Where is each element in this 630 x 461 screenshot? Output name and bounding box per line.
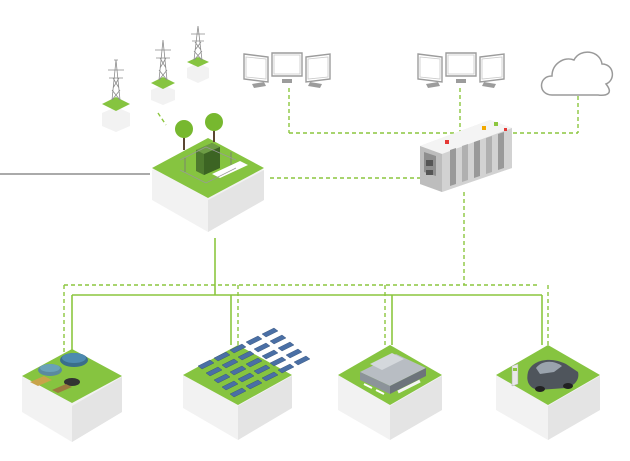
solar-panel bbox=[221, 380, 239, 391]
monitor-group-right bbox=[417, 52, 505, 88]
solar-panel bbox=[277, 363, 295, 374]
controller bbox=[420, 120, 512, 192]
plc-controller-icon bbox=[420, 120, 512, 192]
solar-panel bbox=[221, 358, 239, 369]
solar-panel bbox=[285, 348, 303, 359]
solar-panel bbox=[269, 334, 287, 345]
ev-charging-icon bbox=[511, 359, 579, 392]
solar-panel-icon bbox=[197, 327, 311, 398]
solar-panel bbox=[253, 364, 271, 375]
solar-panel bbox=[197, 359, 215, 370]
monitor-icon bbox=[417, 52, 505, 88]
solar-panel bbox=[213, 373, 231, 384]
transformer-station bbox=[152, 113, 264, 232]
monitor-group-left bbox=[243, 52, 331, 88]
substation-mid bbox=[151, 39, 175, 105]
solar-panel bbox=[253, 342, 271, 353]
substation-left bbox=[102, 59, 130, 132]
solar-panel bbox=[237, 350, 255, 361]
solar-panel bbox=[229, 343, 247, 354]
data-dotted-tower-link bbox=[157, 112, 167, 126]
transmission-tower-icon bbox=[155, 39, 171, 81]
transmission-tower-icon bbox=[191, 25, 205, 61]
solar-panel bbox=[213, 351, 231, 362]
cloud bbox=[540, 51, 614, 96]
connections bbox=[0, 88, 579, 352]
solar-panel bbox=[261, 327, 279, 338]
solar-panel bbox=[237, 372, 255, 383]
cloud-icon bbox=[540, 51, 614, 96]
solar-panel bbox=[293, 355, 311, 366]
transformer-building-icon bbox=[175, 113, 248, 184]
solar-park bbox=[183, 327, 311, 440]
ev-charging bbox=[496, 345, 600, 440]
transmission-tower-icon bbox=[108, 59, 124, 101]
factory-building-icon bbox=[360, 353, 426, 395]
monitor-icon bbox=[243, 52, 331, 88]
data-network bbox=[63, 88, 579, 352]
solar-panel bbox=[269, 356, 287, 367]
solar-panel bbox=[245, 357, 263, 368]
solar-panel bbox=[245, 335, 263, 346]
factory bbox=[338, 345, 442, 440]
solar-panel bbox=[229, 365, 247, 376]
substation-right bbox=[187, 25, 209, 83]
water-treatment bbox=[22, 349, 122, 442]
solar-panel bbox=[229, 387, 247, 398]
solar-panel bbox=[261, 371, 279, 382]
power-network bbox=[71, 238, 543, 350]
solar-panel bbox=[205, 366, 223, 377]
solar-panel bbox=[261, 349, 279, 360]
water-treatment-icon bbox=[30, 353, 88, 393]
solar-panel bbox=[277, 341, 295, 352]
solar-panel bbox=[245, 379, 263, 390]
